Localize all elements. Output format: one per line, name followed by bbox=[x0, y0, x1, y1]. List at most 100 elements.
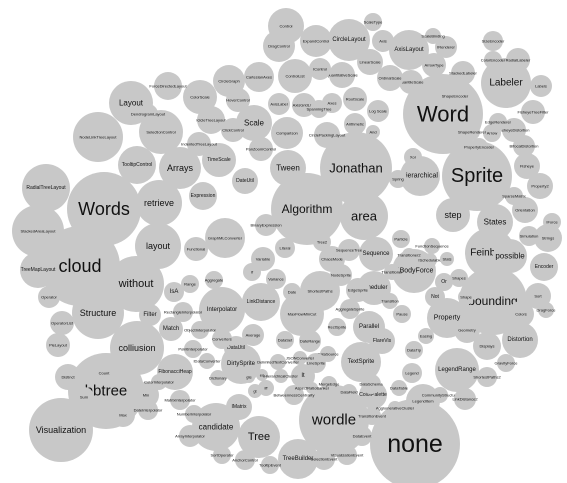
bubble-stats[interactable]: Stats bbox=[440, 252, 454, 266]
bubble-ordinalscale[interactable]: OrdinalScale bbox=[377, 65, 403, 91]
bubble-circle-gt[interactable] bbox=[248, 384, 262, 398]
bubble-textsprite[interactable]: TextSprite bbox=[341, 342, 381, 382]
bubble-circle-sum[interactable] bbox=[74, 387, 94, 407]
bubble-rootscale[interactable]: RootScale bbox=[343, 87, 367, 111]
bubble-fisheyedistortion[interactable]: FisheyeDistortion bbox=[499, 118, 530, 142]
bubble-circle-simulation[interactable] bbox=[519, 226, 539, 246]
bubble-fisheye[interactable]: Fisheye bbox=[514, 153, 540, 179]
bubble-idataconverter[interactable]: IDataConverter bbox=[193, 353, 221, 369]
bubble-xor[interactable]: Xor bbox=[404, 148, 422, 166]
bubble-count[interactable]: Count bbox=[94, 363, 114, 383]
bubble-circle-aspectratiobanker[interactable] bbox=[306, 382, 318, 394]
bubble-circle-states[interactable] bbox=[477, 204, 513, 240]
bubble-circle-datafield[interactable] bbox=[341, 384, 357, 400]
bubble-tree[interactable]: Tree bbox=[238, 416, 280, 458]
bubble-without[interactable]: without bbox=[108, 256, 164, 312]
bubble-circle-rectsprite[interactable] bbox=[328, 318, 346, 336]
bubble-spring[interactable]: Spring bbox=[389, 170, 407, 188]
bubble-circle-dateinterpolator[interactable] bbox=[138, 400, 158, 420]
bubble-gt[interactable]: gt bbox=[248, 384, 262, 398]
bubble-colors[interactable]: Colors bbox=[508, 301, 534, 327]
bubble-anchorcontrol[interactable]: AnchorControl bbox=[232, 450, 258, 470]
bubble-aspectratiobanker[interactable]: AspectRatioBanker bbox=[295, 382, 330, 394]
bubble-circle-graphmlconverter[interactable] bbox=[205, 218, 245, 258]
bubble-circle-arrays[interactable] bbox=[159, 147, 201, 189]
bubble-circle-colors[interactable] bbox=[508, 301, 534, 327]
bubble-circle-legenditem[interactable] bbox=[406, 384, 440, 418]
bubble-circle-variance[interactable] bbox=[266, 269, 286, 289]
bubble-circle-transitionevent[interactable] bbox=[363, 407, 381, 425]
bubble-aggregatesprite[interactable]: AggregateSprite bbox=[336, 299, 366, 319]
bubble-circle-sprite[interactable] bbox=[442, 141, 512, 211]
bubble-arrowtype[interactable]: ArrowType bbox=[422, 53, 446, 77]
bubble-delimitedtextconverter[interactable]: DelimitedTextConverter bbox=[257, 354, 299, 370]
bubble-indentedtreelayout[interactable]: IndentedTreeLayout bbox=[181, 132, 218, 156]
bubble-labels[interactable]: Labels bbox=[530, 75, 552, 97]
bubble-objectinterpolator[interactable]: ObjectInterpolator bbox=[184, 321, 217, 339]
bubble-variance[interactable]: Variance bbox=[266, 269, 286, 289]
bubble-circle-tree2[interactable] bbox=[313, 233, 331, 251]
bubble-circle-transition[interactable] bbox=[382, 293, 398, 309]
bubble-circle-edgerenderer[interactable] bbox=[489, 113, 507, 131]
bubble-maxflowmincut[interactable]: MaxFlowMinCut bbox=[280, 292, 324, 336]
bubble-radialtreelayout[interactable]: RadialTreeLayout bbox=[22, 164, 70, 212]
bubble-strings[interactable]: Strings bbox=[534, 224, 562, 252]
bubble-control[interactable]: Control bbox=[268, 8, 304, 44]
bubble-circle-icicletreelayout[interactable] bbox=[197, 106, 225, 134]
bubble-or[interactable]: Or bbox=[435, 273, 453, 291]
bubble-colliusion[interactable]: colliusion bbox=[110, 321, 164, 375]
bubble-circle-visualizationevent[interactable] bbox=[337, 445, 357, 465]
bubble-circle-operator[interactable] bbox=[38, 286, 60, 308]
bubble-circle-possible[interactable] bbox=[493, 239, 527, 273]
bubble-circle-layout[interactable] bbox=[135, 223, 181, 269]
bubble-circle-dateutil[interactable] bbox=[232, 168, 258, 194]
bubble-operator[interactable]: Operator bbox=[38, 286, 60, 308]
bubble-circle-operatorlist[interactable] bbox=[50, 311, 74, 335]
bubble-dataschema[interactable]: DataSchema bbox=[359, 374, 383, 394]
bubble-circle-literal[interactable] bbox=[275, 238, 295, 258]
bubble-circle-functionsequence[interactable] bbox=[424, 238, 440, 254]
bubble-shape[interactable]: Shape bbox=[458, 289, 474, 305]
bubble-expression[interactable]: Expression bbox=[189, 182, 217, 210]
bubble-circle-quantilescale[interactable] bbox=[399, 70, 423, 94]
bubble-treebuilder[interactable]: TreeBuilder bbox=[278, 439, 318, 479]
bubble-circle-average[interactable] bbox=[242, 324, 264, 346]
bubble-jonathan[interactable]: Jonathan bbox=[320, 132, 392, 204]
bubble-circle-sortoperator[interactable] bbox=[213, 446, 231, 464]
bubble-average[interactable]: Average bbox=[242, 324, 264, 346]
bubble-icicletreelayout[interactable]: IcicleTreeLayout bbox=[196, 106, 226, 134]
bubble-circle-datatip[interactable] bbox=[405, 341, 423, 359]
bubble-nodesprite[interactable]: NodeSprite bbox=[330, 264, 352, 286]
bubble-aggregate[interactable]: Aggregate bbox=[205, 271, 224, 289]
bubble-circle-property2[interactable] bbox=[527, 173, 553, 199]
bubble-circle-agglomerativecluster[interactable] bbox=[388, 401, 402, 415]
bubble-cloud[interactable]: cloud bbox=[40, 226, 120, 306]
bubble-iff[interactable]: iff bbox=[258, 380, 274, 396]
bubble-circle-transitioner2[interactable] bbox=[402, 248, 416, 262]
bubble-circle-legendrange[interactable] bbox=[435, 348, 479, 392]
bubble-circle-encoder[interactable] bbox=[530, 253, 558, 281]
bubble-circle-visualization[interactable] bbox=[29, 398, 93, 462]
bubble-hierarchical[interactable]: hierarchical bbox=[400, 156, 440, 196]
bubble-circle-irenderer[interactable] bbox=[435, 36, 457, 58]
bubble-eq[interactable]: eq bbox=[256, 369, 268, 381]
bubble-arithmetic[interactable]: Arithmetic bbox=[344, 113, 366, 135]
bubble-circle-shapeencoder[interactable] bbox=[447, 88, 463, 104]
bubble-circle-radialtreelayout[interactable] bbox=[22, 164, 70, 212]
bubble-circle-datatable[interactable] bbox=[391, 380, 407, 396]
bubble-circle-pielayout[interactable] bbox=[46, 333, 70, 357]
bubble-circle-functional[interactable] bbox=[184, 237, 208, 261]
bubble-circle-hovercontrol[interactable] bbox=[226, 88, 250, 112]
bubble-circle-converters[interactable] bbox=[212, 329, 232, 349]
bubble-axisgridline[interactable]: AxisGridLine bbox=[292, 93, 316, 117]
bubble-nodelinktreelayout[interactable]: NodeLinkTreeLayout bbox=[73, 112, 123, 162]
bubble-circle-stackedarealayout[interactable] bbox=[12, 205, 64, 257]
bubble-converters[interactable]: Converters bbox=[212, 329, 232, 349]
bubble-circle-daterange[interactable] bbox=[299, 330, 321, 352]
bubble-step[interactable]: step bbox=[436, 198, 470, 232]
bubble-circle-shaperenderer[interactable] bbox=[464, 124, 480, 140]
bubble-binaryexpression[interactable]: BinaryExpression bbox=[250, 214, 282, 236]
bubble-legendrange[interactable]: LegendRange bbox=[435, 348, 479, 392]
bubble-circle-indentedtreelayout[interactable] bbox=[187, 132, 211, 156]
bubble-circle-sizeencoder[interactable] bbox=[483, 31, 503, 51]
